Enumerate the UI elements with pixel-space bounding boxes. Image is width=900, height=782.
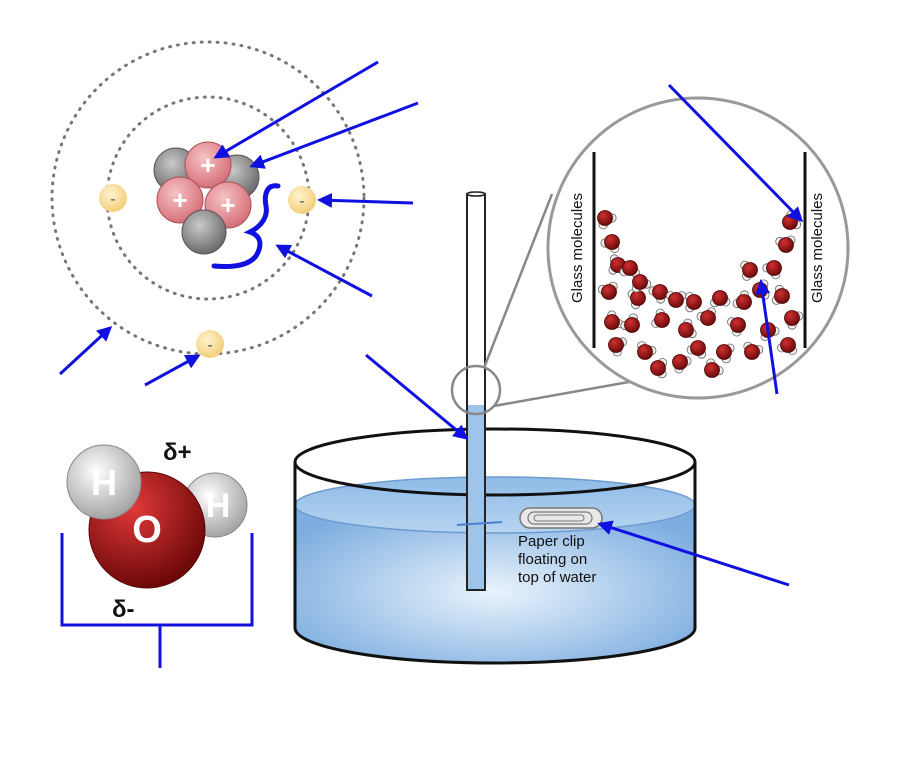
electron-sign: -: [110, 191, 115, 208]
water-body: [295, 505, 695, 663]
molecule-bracket: [60, 533, 254, 668]
mini-water-molecule: [597, 281, 618, 300]
capillary-tube-top: [466, 191, 486, 197]
mini-water-molecule: [686, 340, 707, 359]
adhesion-pointer-arrow: [667, 83, 804, 223]
electron-sign: -: [299, 193, 304, 210]
atom-model: + + + - - -: [50, 40, 366, 358]
proton-pointer-arrow: [213, 60, 379, 159]
hydrogen-label: H: [206, 487, 231, 525]
oxygen-label: O: [132, 509, 162, 551]
capillary-inset: Glass molecules Glass molecules: [482, 96, 850, 408]
mini-water-molecule: [620, 313, 640, 333]
delta-plus-label: δ+: [163, 439, 192, 466]
nucleus-brace: [211, 183, 281, 269]
nucleus: + + +: [153, 141, 260, 255]
mini-water-molecule: [716, 343, 735, 364]
neutron: [181, 209, 227, 255]
mini-water-molecule: [704, 358, 724, 378]
mini-water-molecule: [678, 318, 697, 339]
mini-water-molecule: [650, 357, 668, 379]
mini-water-molecule: [727, 317, 746, 337]
electron: -: [196, 330, 224, 358]
hydrogen-atom: [66, 444, 142, 520]
proton-sign: +: [220, 190, 235, 220]
neutron-pointer-arrow: [249, 101, 419, 169]
paper-clip-label-line-1: Paper clip: [518, 533, 585, 550]
electron-pointer-arrow: [317, 192, 414, 208]
proton-sign: +: [172, 185, 187, 215]
paper-clip: [519, 507, 603, 529]
mini-water-molecule: [600, 234, 620, 253]
mini-water-molecule: [684, 291, 702, 313]
mini-water-molecule: [710, 290, 731, 308]
electron-sign: -: [207, 337, 212, 354]
magnifier-connector: [482, 193, 554, 369]
hydrogen-label: H: [91, 462, 117, 503]
mini-water-molecule: [637, 341, 657, 360]
delta-minus-label: δ-: [112, 596, 135, 623]
magnifier-circle: [450, 364, 502, 416]
mini-water-molecule: [696, 307, 716, 326]
mini-water-molecule: [762, 260, 782, 280]
meniscus-pointer-arrow: [365, 353, 469, 440]
mini-water-molecule: [740, 260, 758, 281]
water-dish: Paper clip floating on top of water: [293, 191, 697, 665]
pointer-arrows: [58, 60, 804, 587]
glass-molecules-label-left: Glass molecules: [569, 193, 586, 303]
dish-bottom: [293, 627, 697, 665]
paper-clip-label-line-2: floating on: [518, 551, 587, 568]
outer-electron-shell: [50, 40, 366, 356]
cohesion-pointer-arrow: [755, 279, 779, 395]
mini-water-molecule: [771, 284, 790, 305]
electron: -: [99, 184, 127, 212]
capillary-water-column: [468, 405, 484, 589]
mini-water-molecule: [732, 290, 752, 310]
mini-water-molecule: [651, 308, 670, 328]
paper-clip-label-line-3: top of water: [518, 569, 596, 586]
nucleus-pointer-arrow: [275, 244, 373, 298]
proton-sign: +: [200, 150, 215, 180]
paper-clip-label: Paper clip floating on top of water: [518, 533, 596, 586]
shell-pointer-arrow: [58, 325, 113, 376]
electron: -: [288, 186, 316, 214]
water-molecule: H O H δ+ δ-: [60, 439, 254, 668]
mini-water-molecule: [776, 337, 798, 355]
mini-water-molecule: [775, 235, 796, 253]
glass-molecules-label-right: Glass molecules: [809, 193, 826, 303]
mini-water-molecule: [608, 337, 627, 357]
mini-water-molecule: [648, 284, 668, 304]
proton: [156, 176, 204, 224]
mini-water-molecule: [672, 354, 692, 374]
electron-pointer-arrow: [144, 354, 201, 387]
mini-water-molecule: [743, 341, 764, 360]
surface-tension-mark: [456, 521, 503, 526]
mini-water-molecule: [631, 274, 652, 293]
mini-water-molecule: [665, 291, 687, 308]
paper-clip-pointer-arrow: [597, 520, 790, 587]
mini-water-molecule: [784, 310, 804, 330]
mini-water-molecule: [597, 210, 617, 230]
water-molecule-cluster: [597, 210, 804, 379]
magnifier-connector: [493, 378, 641, 408]
